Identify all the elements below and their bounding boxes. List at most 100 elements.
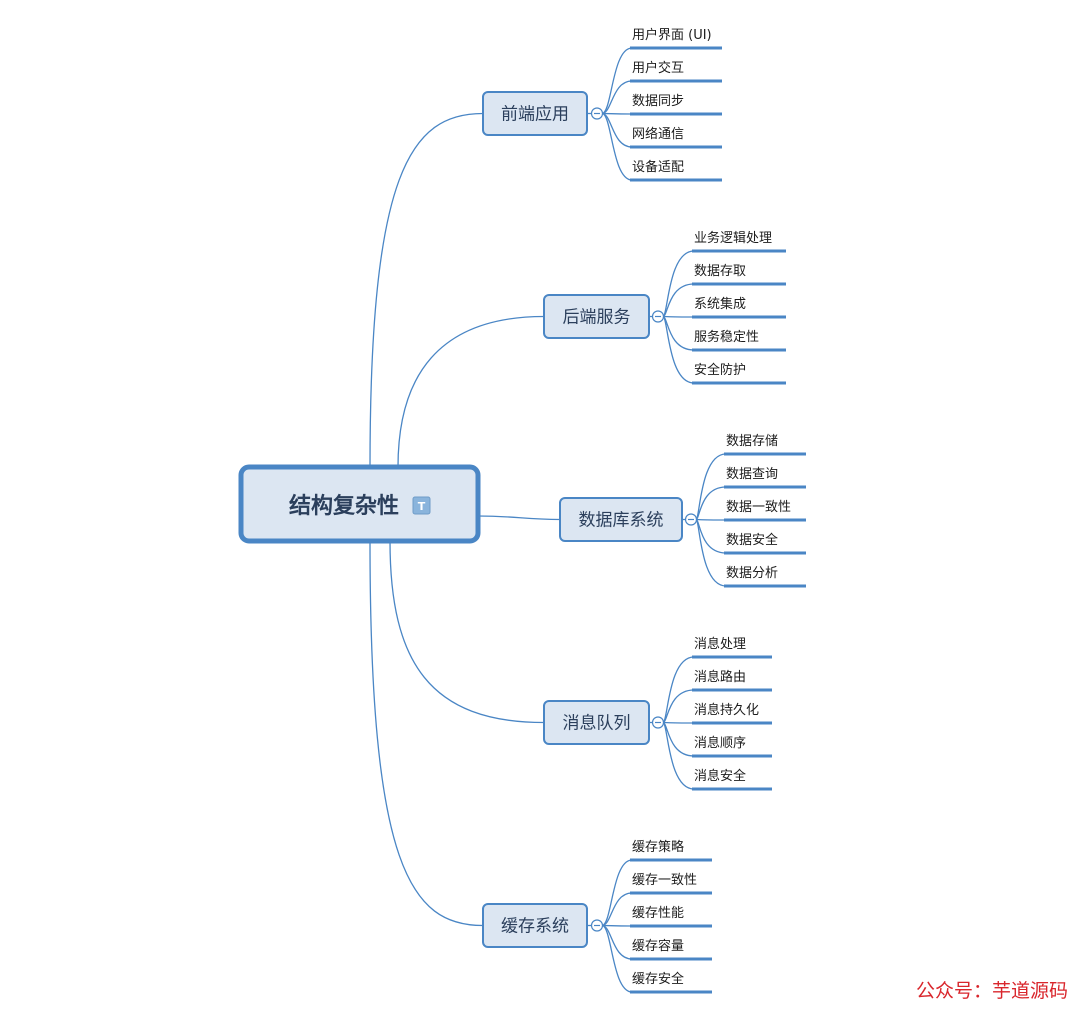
leaf-connector [695,486,727,521]
leaf-topic[interactable]: 数据同步 [630,94,722,116]
root-to-branch-connector [369,112,484,468]
leaf-topic[interactable]: 消息安全 [692,768,772,791]
leaf-topic[interactable]: 缓存安全 [630,971,712,994]
leaf-topic-label: 业务逻辑处理 [694,230,772,246]
branch-topic[interactable]: 缓存系统 [482,903,588,948]
leaf-topic[interactable]: 缓存策略 [630,839,712,862]
leaf-topic[interactable]: 网络通信 [630,126,722,149]
leaf-connector [662,721,695,724]
leaf-connector [662,315,695,384]
leaf-topic[interactable]: 数据存储 [724,434,806,456]
root-topic[interactable]: 结构复杂性 T [238,464,481,544]
root-to-branch-connector [477,515,561,521]
branch-topic[interactable]: 前端应用 [482,91,588,136]
leaf-connector [601,859,633,927]
branch-topic-box[interactable] [559,497,683,542]
leaf-topic[interactable]: 用户交互 [630,60,722,83]
branch-topic-label: 缓存系统 [501,917,569,937]
branch-topic-label: 后端服务 [563,308,631,328]
collapse-toggle[interactable] [684,513,698,526]
branch-topic-label: 消息队列 [563,714,631,734]
leaf-topic[interactable]: 数据存取 [692,264,786,286]
branch-topic-box[interactable] [482,91,588,136]
leaf-topic-label: 数据查询 [726,467,778,482]
text-topic-icon: T [412,496,431,515]
leaf-topic[interactable]: 消息顺序 [692,735,772,758]
leaf-topic-label: 数据同步 [632,94,684,109]
text-topic-icon-glyph: T [418,500,426,513]
leaf-connector [601,80,633,115]
root-to-branch-connector [397,315,545,468]
leaf-topic[interactable]: 消息处理 [692,636,772,659]
leaf-topic-label: 消息顺序 [694,735,746,751]
branch-topic-box[interactable] [543,700,650,745]
leaf-connector [695,518,727,587]
leaf-connector [601,112,633,115]
leaf-connector [601,47,633,115]
leaf-topic[interactable]: 数据查询 [724,467,806,489]
branch-topic[interactable]: 数据库系统 [559,497,683,542]
leaf-topic[interactable]: 消息持久化 [692,702,772,725]
leaf-connector [601,112,633,181]
leaf-topic[interactable]: 缓存容量 [630,938,712,961]
leaf-topic[interactable]: 服务稳定性 [692,329,786,352]
leaf-connector [662,315,695,318]
leaf-topic-label: 安全防护 [694,362,746,378]
leaf-topic-label: 网络通信 [632,126,684,142]
root-to-branch-connector [369,540,484,927]
leaf-topic-label: 消息处理 [694,636,746,652]
leaf-topic-label: 数据存储 [726,434,778,449]
leaf-topic-label: 缓存容量 [632,938,684,954]
branch-topic[interactable]: 消息队列 [543,700,650,745]
leaf-topic[interactable]: 数据安全 [724,532,806,555]
branch-topic[interactable]: 后端服务 [543,294,650,339]
leaf-topics: 用户界面 (UI) 用户交互数据同步网络通信设备适配业务逻辑处理数据存取系统集成服… [630,27,806,994]
leaf-topic-label: 数据一致性 [726,500,791,515]
leaf-connector [601,892,633,927]
leaf-topic-label: 数据存取 [694,264,746,279]
leaf-topic[interactable]: 缓存一致性 [630,873,712,895]
leaf-connector [662,283,695,318]
collapse-toggle[interactable] [651,716,665,729]
collapse-toggle[interactable] [590,919,604,932]
leaf-connector [695,518,727,554]
leaf-topic-label: 消息路由 [694,669,746,685]
branch-topic-box[interactable] [543,294,650,339]
leaf-topic-label: 缓存一致性 [632,873,697,888]
root-topic-box[interactable] [238,464,481,544]
leaf-topic-label: 用户交互 [632,60,684,76]
leaf-topic[interactable]: 数据分析 [724,566,806,588]
leaf-topic-label: 服务稳定性 [694,329,759,345]
leaf-topic-label: 用户界面 (UI) [632,27,712,43]
leaf-topic-label: 数据分析 [726,566,778,581]
leaf-topic-label: 缓存策略 [632,839,684,855]
branch-topic-label: 前端应用 [501,105,569,125]
leaf-topic[interactable]: 消息路由 [692,669,772,692]
leaf-topic[interactable]: 数据一致性 [724,500,806,522]
leaf-topic[interactable]: 安全防护 [692,362,786,385]
root-topic-label: 结构复杂性 [289,493,399,519]
branch-topic-label: 数据库系统 [579,511,664,531]
leaf-connector [601,924,633,927]
leaf-topic-label: 设备适配 [632,159,684,175]
leaf-topic-label: 消息安全 [694,768,746,784]
branch-topic-box[interactable] [482,903,588,948]
leaf-topic[interactable]: 缓存性能 [630,906,712,928]
leaf-topic-label: 数据安全 [726,532,778,548]
watermark: 公众号：芋道源码 [915,980,1068,1002]
root-to-branch-connector [389,540,545,724]
leaf-topic-label: 缓存安全 [632,971,684,987]
leaf-topic[interactable]: 系统集成 [692,296,786,319]
leaf-topic[interactable]: 设备适配 [630,159,722,182]
leaf-topic[interactable]: 用户界面 (UI) [630,27,722,50]
leaf-topic-label: 缓存性能 [632,906,684,921]
leaf-topic[interactable]: 业务逻辑处理 [692,230,786,253]
leaf-connector [695,518,727,521]
leaf-topic-label: 系统集成 [694,296,746,312]
collapse-toggle[interactable] [590,107,604,120]
leaf-connector [662,689,695,724]
collapse-toggle[interactable] [651,310,665,323]
leaf-topic-label: 消息持久化 [694,702,759,718]
